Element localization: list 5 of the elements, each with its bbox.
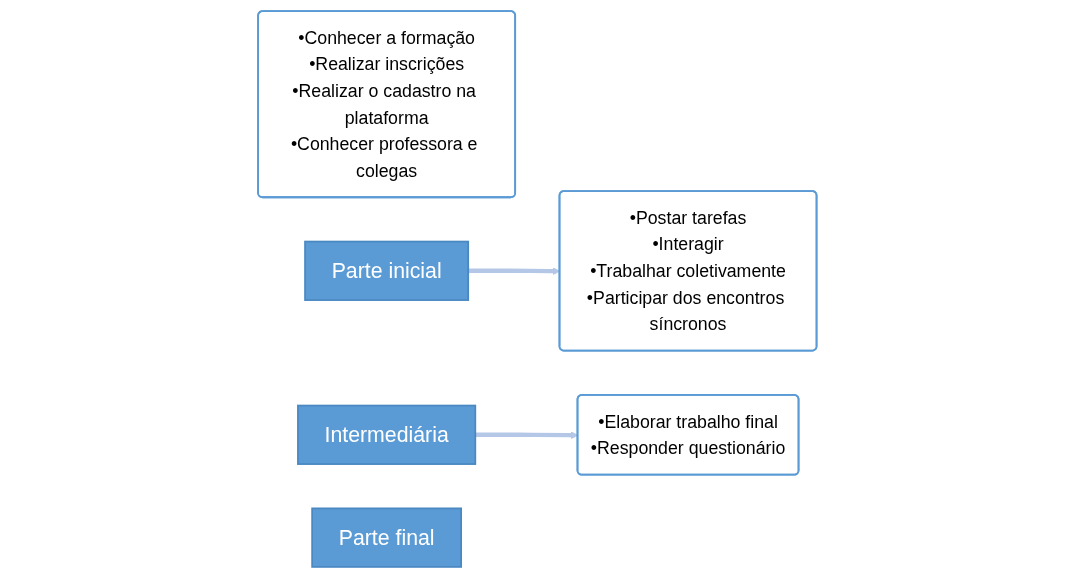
arrow — [467, 266, 560, 275]
arrow — [475, 430, 578, 439]
node-box: Parte final — [310, 507, 462, 568]
node-box: Intermediária — [296, 404, 476, 465]
node-box: Parte inicial — [303, 240, 469, 301]
